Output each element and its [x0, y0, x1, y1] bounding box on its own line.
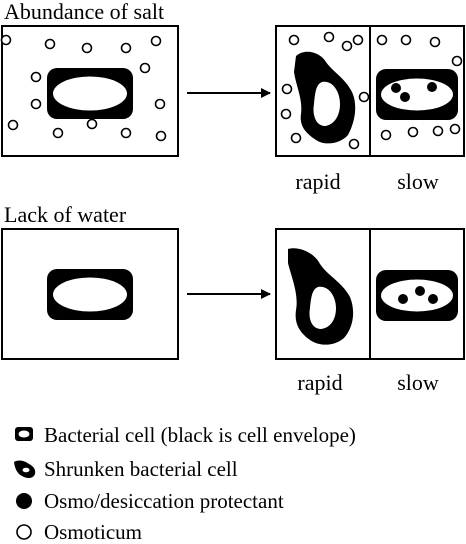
osmoticum-circles	[280, 31, 370, 150]
legend-item-shrunken-cell: Shrunken bacterial cell	[14, 457, 238, 481]
salt-result-box	[275, 25, 465, 157]
shrunken-cell	[288, 248, 354, 345]
osmoticum-circle-icon	[16, 524, 32, 540]
water-panel: Lack of water	[1, 202, 465, 395]
protected-cell	[376, 69, 458, 120]
water-rapid-caption: rapid	[297, 370, 342, 395]
shrunken-cell-icon	[14, 460, 36, 479]
salt-slow-caption: slow	[397, 169, 439, 194]
legend-label: Osmo/desiccation protectant	[44, 489, 284, 513]
bacterial-cell-icon	[15, 427, 33, 441]
water-initial-box	[1, 228, 179, 360]
protectant-dots	[398, 286, 438, 304]
protectant-dots	[391, 82, 437, 102]
legend-item-osmoticum: Osmoticum	[16, 520, 142, 544]
legend-label: Shrunken bacterial cell	[44, 457, 238, 481]
osmoticum-circles	[376, 34, 463, 141]
osmoticum-circles	[0, 34, 167, 142]
bacterial-cell	[47, 269, 133, 320]
salt-panel-heading: Abundance of salt	[4, 0, 164, 24]
water-slow-caption: slow	[397, 370, 439, 395]
water-panel-heading: Lack of water	[4, 202, 127, 227]
shrunken-cell	[294, 51, 356, 144]
legend-label: Osmoticum	[44, 520, 142, 544]
box-frame	[1, 228, 179, 360]
protectant-dot-icon	[16, 493, 32, 509]
legend-item-protectant: Osmo/desiccation protectant	[16, 489, 284, 513]
salt-initial-box	[0, 25, 179, 157]
box-frame	[1, 25, 179, 157]
salt-panel: Abundance of salt	[0, 0, 465, 194]
protected-cell	[376, 270, 458, 321]
water-result-box	[275, 228, 465, 360]
legend-item-bacterial-cell: Bacterial cell (black is cell envelope)	[15, 423, 356, 447]
legend-label: Bacterial cell (black is cell envelope)	[44, 423, 356, 447]
legend: Bacterial cell (black is cell envelope) …	[14, 423, 356, 544]
bacterial-cell	[47, 68, 133, 119]
salt-rapid-caption: rapid	[295, 169, 340, 194]
